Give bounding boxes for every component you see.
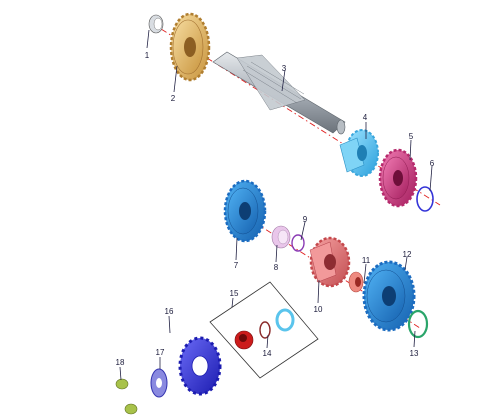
- spur-gear-icon: [309, 236, 351, 288]
- kit-box-icon: [209, 281, 319, 379]
- leader-lines: [119, 29, 433, 381]
- spur-gear-icon: [339, 129, 379, 177]
- callout-3: 3: [282, 64, 287, 73]
- circlip-icon: [416, 186, 434, 212]
- callout-1: 1: [145, 51, 150, 60]
- callout-labels: 1 2 3 4 5 6 7 8 9 10 11 12 13 14 15 16 1…: [116, 51, 435, 367]
- spur-gear-icon: [223, 179, 267, 243]
- spur-gear-icon: [378, 148, 418, 208]
- circlip-icon: [259, 321, 271, 339]
- snap-ring-icon: [148, 14, 164, 34]
- splined-shaft-icon: [212, 51, 346, 135]
- lock-plate-icon: [150, 368, 168, 398]
- sprocket-icon: [178, 336, 222, 396]
- callout-6: 6: [430, 159, 435, 168]
- callout-7: 7: [234, 261, 239, 270]
- callout-8: 8: [274, 263, 279, 272]
- bushing-icon: [234, 330, 254, 350]
- washer-icon: [275, 308, 295, 332]
- callout-16: 16: [165, 307, 174, 316]
- callout-18: 18: [116, 358, 125, 367]
- callout-15: 15: [230, 289, 239, 298]
- bushing-icon: [271, 225, 291, 249]
- callout-14: 14: [263, 349, 272, 358]
- callout-12: 12: [403, 250, 412, 259]
- bolt-icon: [115, 378, 138, 415]
- o-ring-icon: [407, 309, 429, 339]
- callout-9: 9: [303, 215, 308, 224]
- callout-11: 11: [362, 256, 371, 265]
- callout-10: 10: [314, 305, 323, 314]
- spur-gear-icon: [169, 12, 211, 82]
- callout-4: 4: [363, 113, 368, 122]
- callout-2: 2: [171, 94, 176, 103]
- callout-5: 5: [409, 132, 414, 141]
- bushing-icon: [348, 271, 364, 293]
- spur-gear-icon: [362, 260, 416, 332]
- callout-17: 17: [156, 348, 165, 357]
- circlip-icon: [291, 234, 305, 252]
- callout-13: 13: [410, 349, 419, 358]
